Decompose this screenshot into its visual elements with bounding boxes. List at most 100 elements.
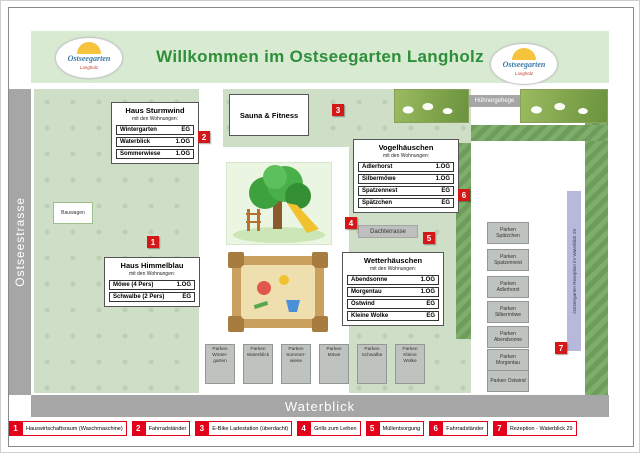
apartment-floor: EG [441,188,450,194]
legend-number: 5 [365,421,379,436]
street-label: Waterblick [284,398,356,414]
legend-item: 3 E-Bike Ladestation (überdacht) [195,421,293,436]
ostseegarten-logo-right: Ostseegarten Langholz [490,43,558,85]
parking-spot-spatzennest: Parken Spatzennest [487,249,529,271]
apartment-floor: EG [181,127,190,133]
sauna-fitness-building: Sauna & Fitness [229,94,309,136]
house-name: Vogelhäuschen [378,143,434,152]
street-label: Ostseestrasse [13,197,27,287]
logo-text: Ostseegarten [502,60,546,69]
legend-number: 1 [9,421,22,436]
house-name: Haus Sturmwind [125,106,185,115]
reception-bar: Ostseegarten Rezeption im Waterblick 29 [567,191,581,351]
legend-number: 6 [429,421,443,436]
parking-row-bottom: Parken Winter­garten Parken Waterblick P… [205,344,425,384]
street-waterblick: Waterblick [31,395,609,417]
hedge-right [585,89,608,395]
logo-text: Ostseegarten [67,54,111,63]
parking-spot-wintergarten: Parken Winter­garten [205,344,235,384]
map-marker-6: 6 [458,189,470,201]
logo-subtext: Langholz [79,65,99,70]
apartment-row: Möwe (4 Pers) 1.OG [109,280,195,290]
legend-number: 7 [492,421,506,436]
parking-spot-adlerhorst: Parken Adlerhorst [487,276,529,298]
street-ostseestrasse: Ostseestrasse [9,89,31,395]
apartment-name: Kleine Wolke [351,313,389,319]
apartment-name: Spätzchen [362,200,393,206]
legend-number: 4 [297,421,311,436]
legend-item: 2 Fahrradständer [131,421,191,436]
house-subtitle: mit den Wohnungen: [131,116,179,122]
house-sturmwind: Haus Sturmwind mit den Wohnungen: Winter… [111,102,199,164]
apartment-name: Möwe (4 Pers) [113,282,154,288]
legend-number: 2 [131,421,145,436]
apartment-name: Ostwind [351,301,375,307]
apartment-name: Sommerwiese [120,151,161,157]
apartment-row: Sommerwiese 1.OG [116,149,194,159]
apartment-floor: 1.OG [175,151,190,157]
apartment-row: Schwalbe (2 Pers) EG [109,292,195,302]
apartment-floor: 1.OG [175,139,190,145]
apartment-floor: 1.OG [176,282,191,288]
tree-slide-illustration [233,165,325,243]
legend-item: 6 Fahrradständer [429,421,488,436]
sun-icon [512,48,536,60]
legend-item: 4 Grills zum Leihen [297,421,361,436]
huehnergehege-label: Hühnergehege [469,95,520,107]
apartment-floor: 1.OG [420,289,435,295]
page-frame [8,7,634,447]
sandbox-image [226,250,332,336]
map-marker-5: 5 [423,232,435,244]
map-marker-7: 7 [555,342,567,354]
page-title: Willkommen im Ostseegarten Langholz [156,47,484,66]
parking-spot-moewe: Parken Möwe [319,344,349,384]
parking-spot-sommerwiese: Parken Sommer­wiese [281,344,311,384]
legend-label: Fahrradständer [442,421,488,436]
house-subtitle: mit den Wohnungen: [369,266,417,272]
apartment-row: Morgentau 1.OG [347,287,439,297]
apartment-row: Wintergarten EG [116,125,194,135]
apartment-name: Adlerhorst [362,164,393,170]
house-wetterhaeuschen: Wetterhäuschen mit den Wohnungen: Abends… [342,252,444,326]
reception-label: Ostseegarten Rezeption im Waterblick 29 [571,228,577,314]
ostseegarten-logo-left: Ostseegarten Langholz [55,37,123,79]
parking-spot-spaetzchen: Parken Spätzchen [487,222,529,244]
parking-spot-abendsonne: Parken Abendsonne [487,326,529,348]
apartment-floor: EG [441,200,450,206]
geese-photo-right [520,89,608,123]
apartment-name: Waterblick [120,139,151,145]
legend-item: 5 Müllentsorgung [365,421,425,436]
parking-spot-schwalbe: Parken Schwalbe [357,344,387,384]
apartment-name: Schwalbe (2 Pers) [113,294,165,300]
legend-label: E-Bike Ladestation (überdacht) [208,421,293,436]
apartment-row: Waterblick 1.OG [116,137,194,147]
house-name: Wetterhäuschen [363,256,423,265]
apartment-floor: 1.OG [420,277,435,283]
house-name: Haus Himmelblau [120,261,184,270]
dachterrasse-label: Dachterrasse [358,225,418,238]
legend-label: Grills zum Leihen [310,421,361,436]
sun-icon [77,42,101,54]
map-marker-3: 3 [332,104,344,116]
bauwagen-box: Bauwagen [53,202,93,224]
parking-spot-ostwind: Parken Ostwind [487,370,529,392]
apartment-name: Silbermöwe [362,176,396,182]
legend-number: 3 [195,421,209,436]
legend-label: Rezeption - Waterblick 29 [505,421,577,436]
parking-spot-waterblick: Parken Waterblick [243,344,273,384]
apartment-floor: EG [182,294,191,300]
apartment-name: Morgentau [351,289,382,295]
apartment-floor: EG [426,301,435,307]
legend-label: Fahrradständer [144,421,191,436]
legend-label: Müllentsorgung [378,421,425,436]
legend-label: Hauswirtschaftsraum (Waschmaschine) [22,421,127,436]
geese-photo-left [394,89,469,123]
parking-spot-kleine-wolke: Parken Kleine Wolke [395,344,425,384]
map-marker-1: 1 [147,236,159,248]
apartment-name: Wintergarten [120,127,157,133]
